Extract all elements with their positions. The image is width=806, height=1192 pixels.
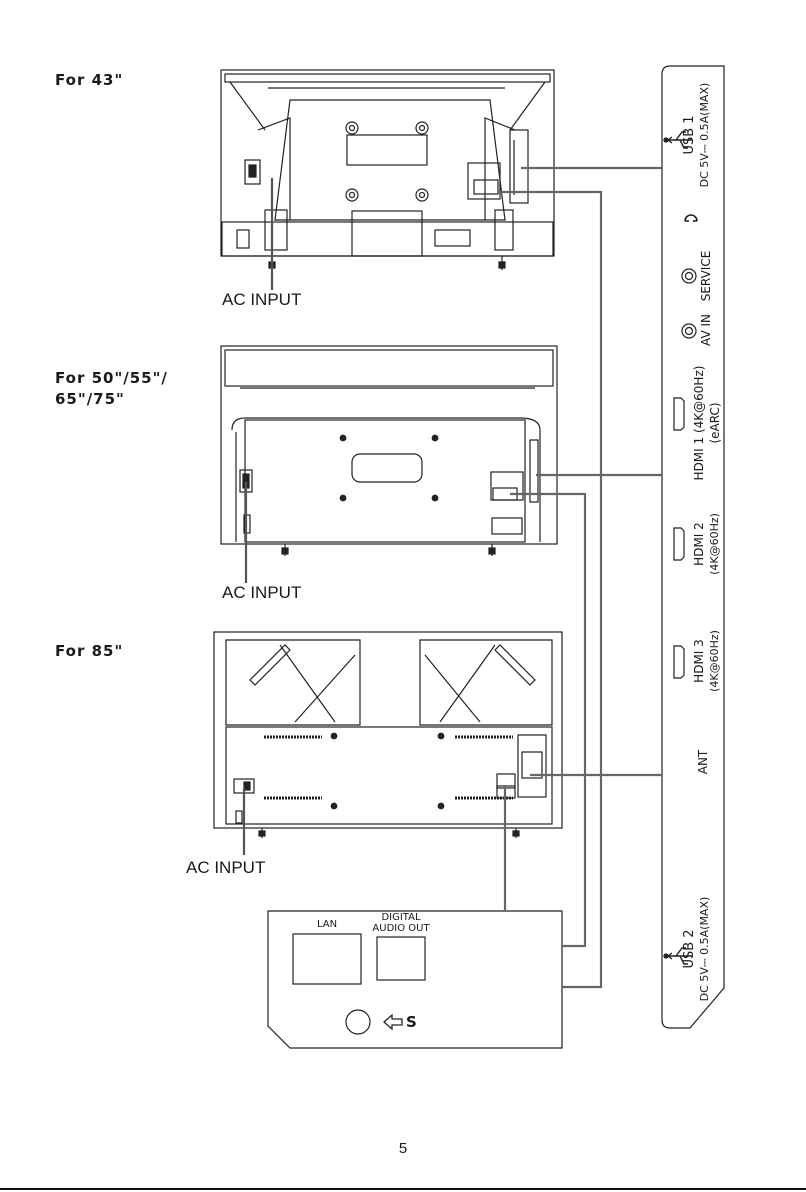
lan-port-icon (293, 934, 361, 984)
ac-input-label-43: AC INPUT (222, 290, 301, 310)
digital-audio-line1: DIGITAL (368, 912, 434, 923)
ac-input-callouts (244, 178, 272, 855)
s-label: S (406, 1013, 417, 1031)
hdmi1-label: HDMI 1 (4K@60Hz) (eARC) (691, 358, 725, 488)
usb2-label: USB 2 DC 5V⎓ 0.5A(MAX) (682, 864, 716, 1034)
digital-audio-line2: AUDIO OUT (368, 923, 434, 934)
av-in-label: AV IN (698, 305, 714, 355)
ac-input-label-50: AC INPUT (222, 583, 301, 603)
usb1-label: USB 1 DC 5V⎓ 0.5A(MAX) (682, 50, 716, 220)
ac-input-label-85: AC INPUT (186, 858, 265, 878)
service-label: SERVICE (698, 241, 714, 311)
digital-audio-label: DIGITAL AUDIO OUT (368, 912, 434, 934)
av-in-jack-icon (682, 324, 696, 338)
tv50-rear (221, 346, 557, 556)
hdmi1-line2: (eARC) (707, 358, 723, 488)
hdmi2-port-icon (674, 528, 684, 560)
speaker-jack-icon (346, 1010, 370, 1034)
hdmi2-label: HDMI 2 (4K@60Hz) (691, 502, 725, 586)
usb2-spec: DC 5V⎓ 0.5A(MAX) (697, 864, 712, 1034)
connection-lines (498, 168, 662, 987)
usb2-name: USB 2 (682, 864, 697, 1034)
hdmi3-label: HDMI 3 (4K@60Hz) (691, 619, 725, 703)
hdmi3-port-icon (674, 646, 684, 678)
usb1-spec: DC 5V⎓ 0.5A(MAX) (697, 50, 712, 220)
service-jack-icon (682, 269, 696, 283)
hdmi2-line1: HDMI 2 (691, 502, 707, 586)
digital-audio-port-icon (377, 937, 425, 980)
tv85-rear (214, 632, 562, 838)
hdmi2-line2: (4K@60Hz) (707, 502, 723, 586)
hdmi3-line2: (4K@60Hz) (707, 619, 723, 703)
page-number: 5 (0, 1140, 806, 1157)
lan-label: LAN (307, 919, 347, 930)
hdmi1-port-icon (674, 398, 684, 430)
bottom-rule (0, 1188, 806, 1190)
arrow-left-icon (384, 1015, 402, 1029)
usb1-name: USB 1 (682, 50, 697, 220)
hdmi1-line1: HDMI 1 (4K@60Hz) (691, 358, 707, 488)
hdmi3-line1: HDMI 3 (691, 619, 707, 703)
ant-label: ANT (695, 742, 711, 782)
